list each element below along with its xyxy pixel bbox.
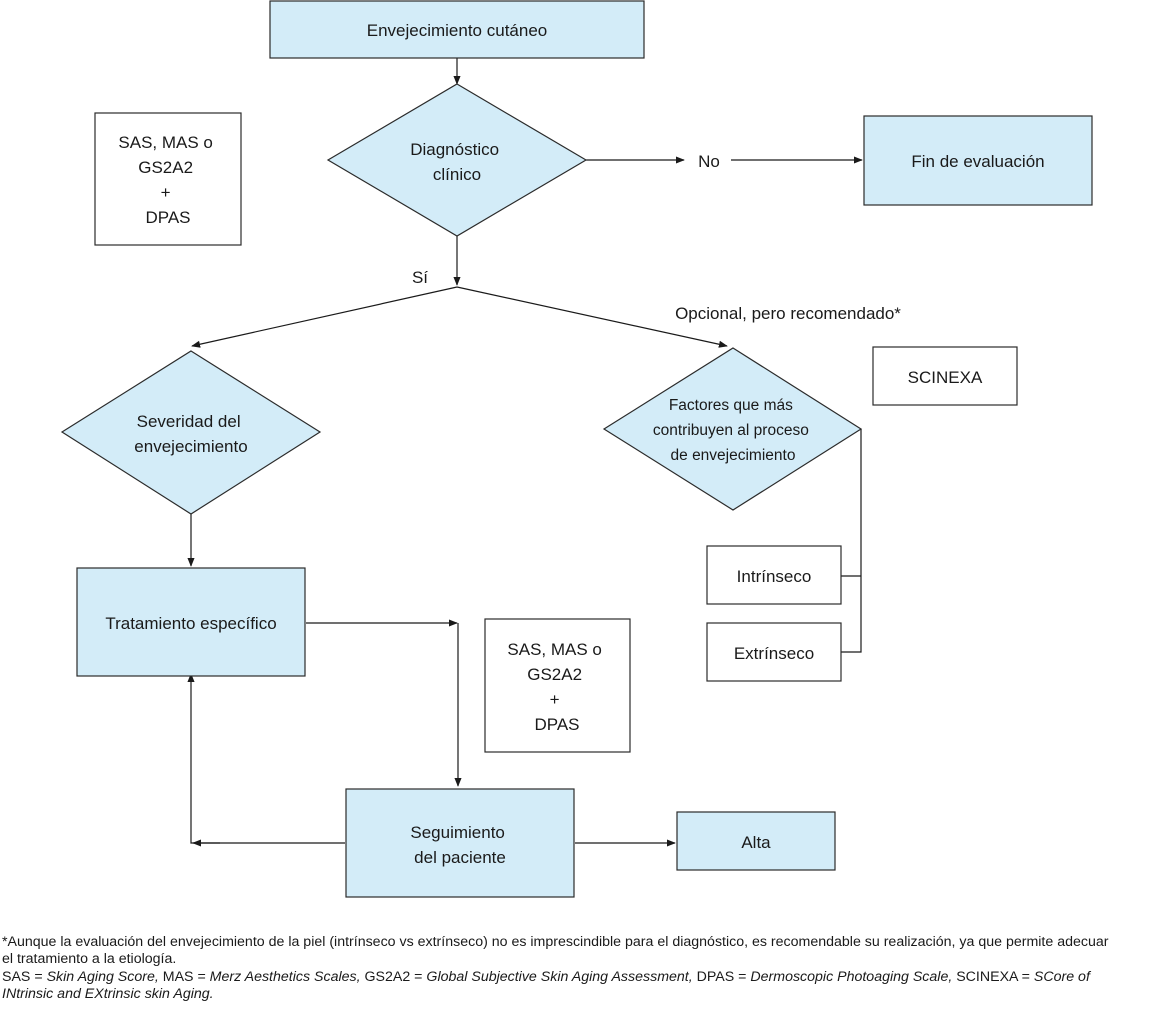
abbr-scinexa: SCINEXA = — [952, 969, 1034, 985]
start-node — [269, 0, 645, 59]
scales-box-bottom — [484, 618, 631, 753]
abbr-scinexa-def-2: INtrinsic and EXtrinsic skin Aging. — [2, 986, 214, 1002]
extrinsic-box — [706, 622, 842, 682]
start-node-label: Envejecimiento cutáneo — [367, 21, 548, 40]
abbreviations-line-1: SAS = Skin Aging Score, MAS = Merz Aesth… — [2, 969, 1169, 987]
abbr-gs-def: Global Subjective Skin Aging Assessment, — [426, 969, 693, 985]
intrinsic-label: Intrínseco — [737, 567, 812, 586]
abbr-sas: SAS = — [2, 969, 47, 985]
flowchart: Envejecimiento cutáneo SAS, MAS o GS2A2 … — [60, 0, 1093, 898]
followup-node — [345, 788, 575, 898]
scales-box-top-label: SAS, MAS o GS2A2 + DPAS — [118, 133, 217, 227]
end-node — [863, 115, 1093, 206]
severity-decision — [60, 350, 322, 515]
discharge-label: Alta — [741, 833, 771, 852]
abbr-gs: GS2A2 = — [360, 969, 427, 985]
diagnosis-decision — [326, 83, 588, 237]
abbr-dpas: DPAS = — [692, 969, 751, 985]
scinexa-box — [872, 346, 1018, 406]
abbr-mas: MAS = — [158, 969, 210, 985]
diagnosis-decision-label: Diagnóstico clínico — [410, 140, 504, 184]
discharge-node — [676, 811, 836, 871]
footnote-line-2: el tratamiento a la etiología. — [2, 951, 177, 967]
abbr-scinexa-def-1: SCore of — [1033, 969, 1090, 985]
edge-followup-loop — [187, 673, 345, 844]
severity-decision-label: Severidad del envejecimiento — [134, 412, 247, 456]
intrinsic-box — [706, 545, 842, 605]
followup-label: Seguimiento del paciente — [410, 823, 509, 867]
abbr-sas-def: Skin Aging Score, — [46, 969, 159, 985]
abbr-mas-def: Merz Aesthetics Scales, — [209, 969, 361, 985]
edge-label-optional: Opcional, pero recomendado* — [675, 304, 901, 323]
treatment-node — [76, 567, 306, 677]
edge-label-yes: Sí — [412, 268, 428, 287]
edge-yes-factors — [456, 286, 728, 348]
scinexa-label: SCINEXA — [908, 368, 983, 387]
factors-decision-label: Factores que más contribuyen al proceso … — [653, 397, 813, 464]
edge-factors-bracket — [841, 429, 862, 653]
abbr-dpas-def: Dermoscopic Photoaging Scale, — [750, 969, 953, 985]
treatment-label: Tratamiento específico — [105, 614, 276, 633]
scales-box-top — [94, 112, 242, 246]
footnote-line-1: *Aunque la evaluación del envejecimiento… — [2, 934, 1109, 950]
edge-yes-severity — [191, 286, 458, 348]
abbreviations-line-2: INtrinsic and EXtrinsic skin Aging. — [2, 986, 1169, 1004]
edge-label-no: No — [698, 152, 720, 171]
scales-box-bottom-label: SAS, MAS o GS2A2 + DPAS — [507, 640, 606, 734]
end-node-label: Fin de evaluación — [911, 152, 1044, 171]
extrinsic-label: Extrínseco — [734, 644, 814, 663]
factors-decision — [602, 347, 863, 511]
